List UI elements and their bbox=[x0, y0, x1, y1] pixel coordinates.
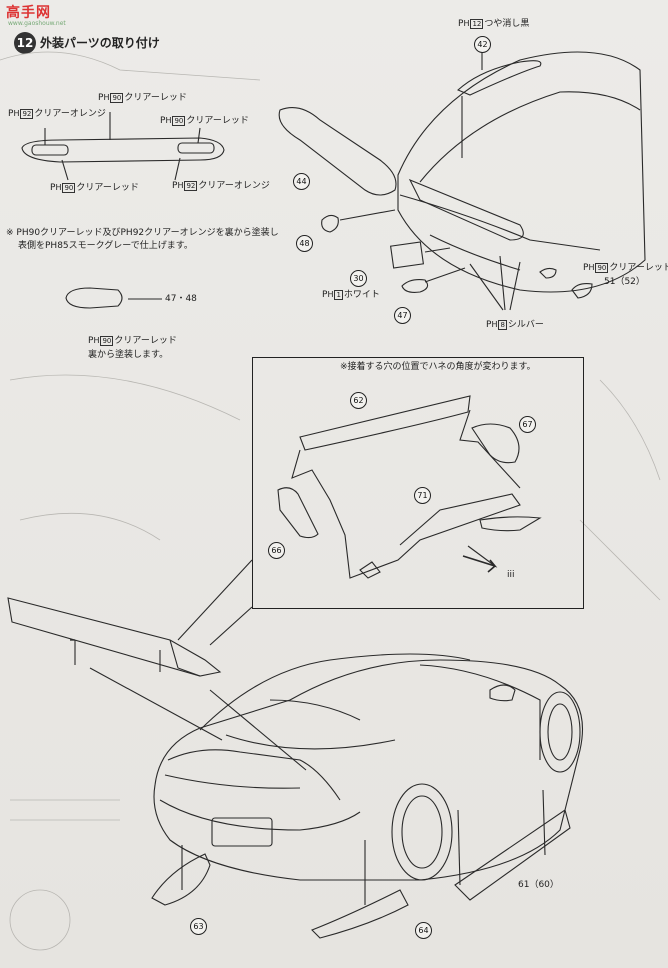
part-67: 67 bbox=[519, 416, 536, 433]
detail-frame bbox=[252, 357, 584, 609]
paint-note-line1: ※ PH90クリアーレッド及びPH92クリアーオレンジを裏から塗装し bbox=[6, 228, 279, 238]
part-64: 64 bbox=[415, 922, 432, 939]
hole-note: ※接着する穴の位置でハネの角度が変わります。 bbox=[340, 362, 536, 372]
back-paint-note: 裏から塗装します。 bbox=[88, 350, 169, 360]
label-61-60: 61（60） bbox=[518, 880, 559, 890]
step-number: 12 bbox=[14, 32, 36, 54]
watermark-url: www.gaoshouw.net bbox=[8, 20, 66, 27]
step-title: 外装パーツの取り付け bbox=[40, 36, 160, 50]
label-51-52: 51（52） bbox=[604, 277, 645, 287]
part-30: 30 bbox=[350, 270, 367, 287]
part-42: 42 bbox=[474, 36, 491, 53]
watermark-logo: 高手网 bbox=[6, 5, 51, 21]
part-62: 62 bbox=[350, 392, 367, 409]
part-47: 47 bbox=[394, 307, 411, 324]
part-48: 48 bbox=[296, 235, 313, 252]
paint-note-line2: 表側をPH85スモークグレーで仕上げます。 bbox=[18, 241, 193, 251]
part-66: 66 bbox=[268, 542, 285, 559]
arrow-label: iii bbox=[507, 570, 515, 580]
part-71: 71 bbox=[414, 487, 431, 504]
label-47-48: 47・48 bbox=[165, 294, 197, 304]
part-44: 44 bbox=[293, 173, 310, 190]
part-63: 63 bbox=[190, 918, 207, 935]
